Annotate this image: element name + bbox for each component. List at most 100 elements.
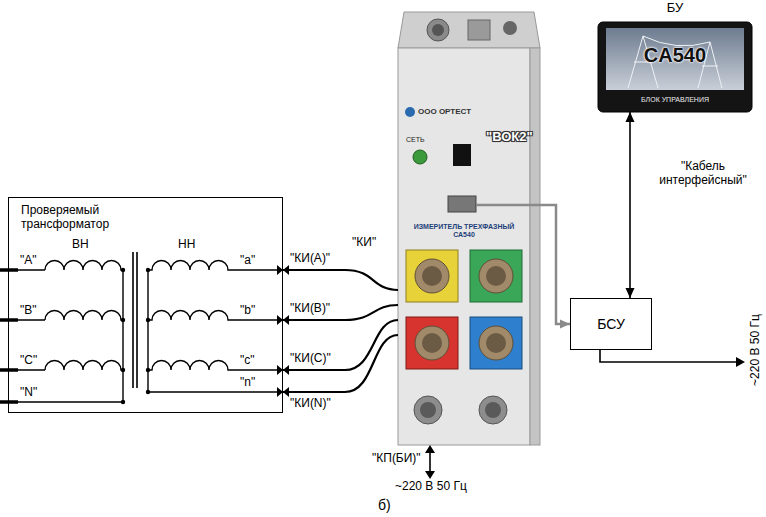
control-unit-screen — [598, 22, 752, 112]
measuring-device — [486, 333, 506, 353]
arrow-head — [626, 112, 635, 122]
measuring-device — [413, 150, 427, 164]
transformer-windings — [148, 261, 283, 271]
transformer-windings — [122, 270, 123, 402]
measuring-device — [453, 144, 471, 166]
transformer-windings — [146, 318, 150, 322]
device-caption: СЕТЬ — [406, 136, 440, 144]
connector-line — [629, 112, 631, 298]
power-line — [736, 357, 745, 367]
measuring-device — [470, 317, 522, 369]
terminal-name: "a" — [240, 254, 255, 268]
edge-label: "КИ(B)" — [290, 302, 330, 316]
cable-name: "КИ" — [352, 236, 376, 250]
measuring-device — [398, 12, 540, 48]
transformer-windings — [45, 361, 123, 371]
power-line — [429, 452, 431, 472]
signal-cable — [283, 270, 398, 290]
process-box: БСУ — [570, 298, 652, 350]
box-label: БСУ — [597, 316, 625, 332]
edge-label: "ВОК2" — [486, 130, 533, 145]
measuring-device — [405, 107, 415, 117]
edge-label: "КИ(C)" — [290, 352, 331, 366]
terminal-name: "b" — [240, 304, 255, 318]
measuring-device — [422, 266, 442, 286]
transformer-windings — [146, 390, 150, 394]
transformer-windings — [146, 268, 150, 272]
transformer-windings — [148, 361, 283, 371]
arrow-head — [626, 288, 635, 298]
terminal-name: "n" — [240, 376, 255, 390]
screen-title: CA540 — [598, 44, 752, 67]
terminal-name: "B" — [20, 304, 37, 318]
device-logo: ООО ОРТЕСТ — [418, 107, 528, 116]
measuring-device — [398, 12, 540, 445]
transformer-windings — [148, 270, 283, 392]
transformer-windings — [121, 318, 125, 322]
winding-name: НН — [178, 238, 195, 252]
figure-caption: б) — [378, 497, 391, 513]
terminal-name: "N" — [20, 386, 37, 400]
transformer-windings — [121, 265, 289, 404]
measuring-device — [432, 24, 444, 36]
measuring-device: ООО ОРТЕСТ СЕТЬ ИЗМЕРИТЕЛЬ ТРЕХФАЗНЫЙ СА54… — [398, 12, 540, 445]
measuring-device — [398, 48, 530, 445]
unit-heading: БУ — [598, 1, 752, 16]
measuring-device — [485, 402, 501, 418]
measuring-device — [415, 326, 449, 360]
interface-cable — [626, 112, 635, 298]
measuring-device — [479, 259, 513, 293]
screen-caption: БЛОК УПРАВЛЕНИЯ — [598, 96, 752, 104]
transformer-windings — [121, 368, 125, 372]
transformer-windings — [121, 400, 125, 404]
box-heading: Проверяемый трансформатор — [21, 204, 121, 232]
signal-cable — [283, 335, 398, 392]
power-line — [600, 350, 736, 362]
measuring-device — [479, 326, 513, 360]
measuring-device — [530, 48, 540, 445]
measuring-device — [503, 21, 517, 35]
device-title: ИЗМЕРИТЕЛЬ ТРЕХФАЗНЫЙ СА540 — [403, 223, 525, 239]
transformer-windings — [121, 268, 125, 272]
power-label: ~220 В 50 Гц — [395, 480, 467, 494]
measuring-device — [448, 196, 476, 212]
measuring-device — [406, 317, 458, 369]
measuring-device — [479, 396, 507, 424]
connector-line — [283, 335, 398, 392]
power-line — [425, 471, 435, 479]
connector-line — [540, 205, 570, 324]
transformer-windings — [0, 252, 289, 404]
measuring-device — [415, 259, 449, 293]
edge-label: "КИ(A)" — [290, 252, 330, 266]
control-unit-screen — [598, 22, 752, 112]
transformer-windings — [148, 311, 283, 321]
power-line — [425, 350, 745, 479]
measuring-device — [415, 259, 513, 360]
measuring-device — [468, 20, 490, 40]
transformer-windings — [133, 252, 137, 388]
terminal-name: "A" — [20, 254, 37, 268]
transformer-windings — [146, 368, 150, 372]
transformer-windings — [45, 311, 123, 321]
transformer-windings — [0, 270, 123, 402]
control-unit: БУCA540БЛОК УПРАВЛЕНИЯ — [598, 22, 752, 112]
measuring-device — [470, 250, 522, 302]
connector-line — [283, 270, 398, 290]
optical-cable — [540, 205, 570, 329]
transformer-windings — [0, 270, 18, 402]
measuring-device — [476, 204, 540, 207]
power-line — [425, 445, 435, 453]
winding-name: ВН — [72, 238, 89, 252]
edge-label: "КИ(N)" — [290, 397, 331, 411]
cable-name: "КП(БИ)" — [372, 452, 421, 466]
measuring-device — [420, 402, 436, 418]
measuring-device — [422, 333, 442, 353]
terminal-name: "c" — [240, 354, 255, 368]
arrow-head — [560, 320, 570, 329]
terminal-name: "C" — [20, 354, 37, 368]
measuring-device — [427, 19, 449, 41]
measuring-device — [414, 396, 442, 424]
